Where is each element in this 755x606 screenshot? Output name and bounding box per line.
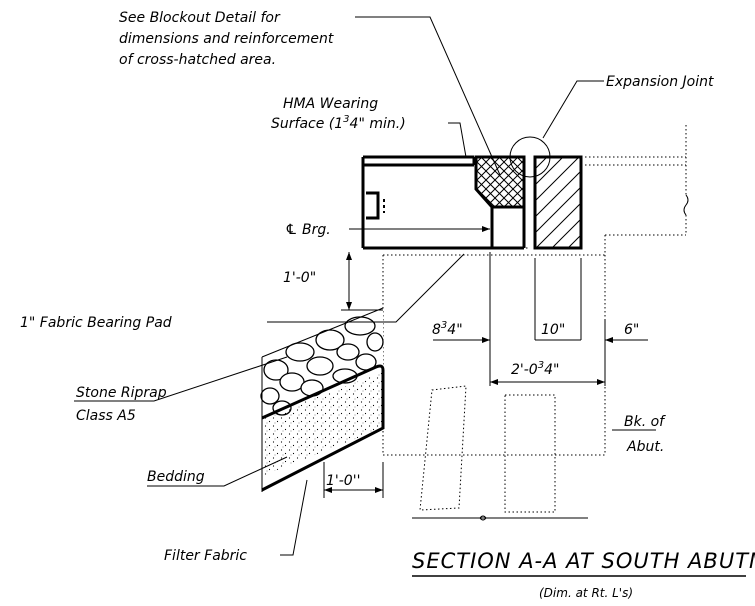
dim-8-den: 4: [447, 322, 456, 338]
cl-brg-label: ℄ Brg.: [285, 222, 331, 238]
dim-2-0-3-4: 2'-034": [511, 360, 559, 378]
hma-suffix: " min.): [358, 116, 405, 132]
abutment-dotted-outline: [374, 125, 689, 521]
blockout-label-1: See Blockout Detail for: [119, 10, 281, 26]
expansion-joint-circle: [509, 136, 551, 178]
bedding-label: Bedding: [147, 469, 205, 485]
leader-lines: [74, 16, 656, 556]
section-subtitle: (Dim. at Rt. L's): [539, 586, 633, 600]
hma-frac-den: 4: [350, 116, 359, 132]
dim-8-3-4: 834": [432, 320, 463, 338]
riprap-class-label: Class A5: [76, 408, 136, 424]
dim-2-prefix: 2'-0: [511, 362, 538, 378]
bk-of-label: Bk. of: [624, 414, 666, 430]
dim-10: 10": [541, 322, 565, 338]
dimension-lines: [323, 252, 648, 498]
backwall-hatched: [533, 155, 583, 250]
hma-label-1: HMA Wearing: [283, 96, 378, 112]
hma-frac-num: 3: [343, 114, 349, 125]
expansion-joint-label: Expansion Joint: [606, 74, 714, 90]
blockout-label-2: dimensions and reinforcement: [119, 31, 334, 47]
one-foot-bottom-label: 1'-0'': [326, 473, 360, 489]
stone-riprap-label: Stone Riprap: [76, 385, 167, 401]
filter-fabric-label: Filter Fabric: [164, 548, 247, 564]
hma-prefix: Surface (1: [271, 116, 343, 132]
dim-8-num: 3: [441, 320, 447, 331]
one-foot-label: 1'-0": [283, 270, 316, 286]
dim-2-den: 4: [544, 362, 553, 378]
bearing-pad-label: 1" Fabric Bearing Pad: [20, 315, 172, 331]
bedding-region: [262, 372, 383, 476]
abut-label: Abut.: [626, 439, 664, 455]
filter-fabric: [261, 364, 385, 492]
dim-2-num: 3: [538, 360, 544, 371]
hma-label-2: Surface (134" min.): [271, 114, 406, 132]
dim-6: 6": [624, 322, 639, 338]
blockout-crosshatch: [474, 155, 526, 209]
section-title: SECTION A-A AT SOUTH ABUTMENT: [412, 549, 755, 573]
dim-8-whole: 8: [432, 322, 441, 338]
blockout-label-3: of cross-hatched area.: [119, 52, 276, 68]
